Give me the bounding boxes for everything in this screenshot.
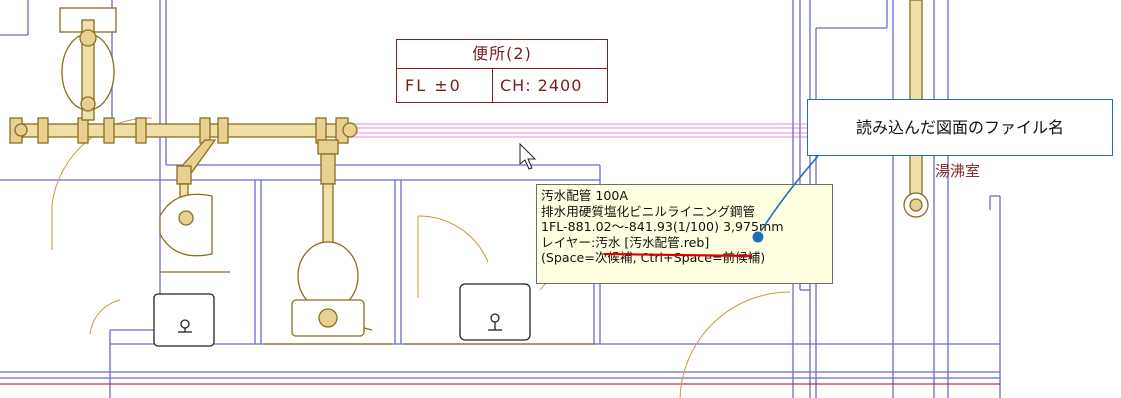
tooltip-line-level: 1FL-881.02～-841.93(1/100) 3,975mm xyxy=(541,219,784,234)
washbasin-left xyxy=(153,293,215,347)
vertical-pipe-center xyxy=(317,139,339,257)
mouse-cursor-icon xyxy=(519,142,537,170)
tooltip-line-material: 排水用硬質塩化ビニルライニング鋼管 xyxy=(541,203,756,219)
tooltip-line-name: 汚水配管 100A xyxy=(541,188,629,203)
tooltip-line-layer: レイヤー:汚水 [汚水配管.reb] xyxy=(541,234,710,250)
annotation-callout: 読み込んだ図面のファイル名 xyxy=(807,99,1113,156)
toilet-top xyxy=(59,7,117,121)
floor-lines xyxy=(160,271,595,345)
room-name: 便所(2) xyxy=(397,40,607,69)
urinal xyxy=(159,193,213,257)
room-floor-level: FL ±0 xyxy=(397,69,493,102)
toilet-center xyxy=(291,241,373,337)
main-drain-pipe xyxy=(9,117,358,144)
side-room-label: 湯沸室 xyxy=(935,162,981,180)
washbasin-right xyxy=(459,283,531,341)
room-label-box: 便所(2) FL ±0 CH: 2400 xyxy=(396,39,608,103)
room-ceiling-height: CH: 2400 xyxy=(500,76,583,95)
tooltip-line-hint: (Space=次候補, Ctrl+Space=前候補) xyxy=(541,250,766,265)
element-info-tooltip: 汚水配管 100A 排水用硬質塩化ビニルライニング鋼管 1FL-881.02～-… xyxy=(536,184,833,284)
